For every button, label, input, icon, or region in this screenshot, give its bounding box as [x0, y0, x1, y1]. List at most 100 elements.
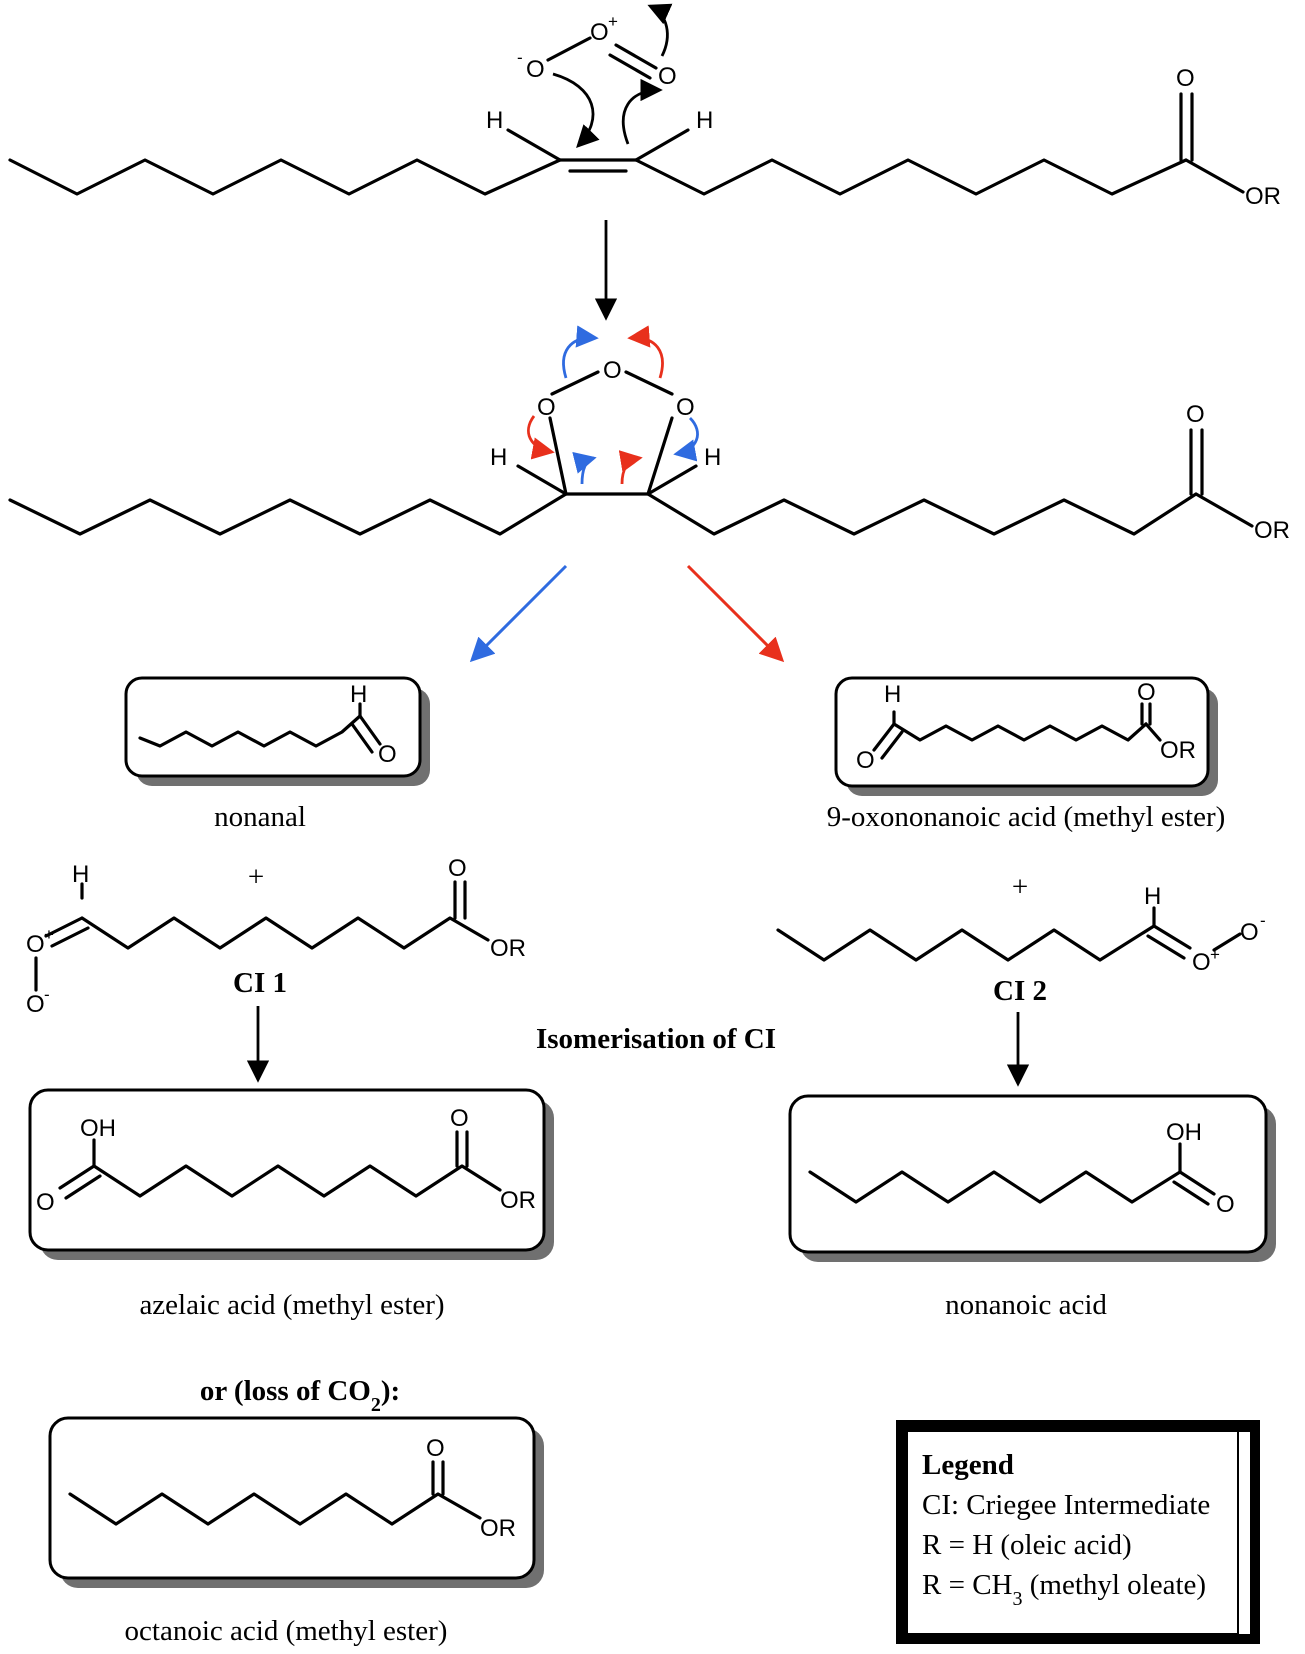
ci1-o-minus: O	[26, 991, 45, 1018]
octanoic-ester-o: O	[426, 1435, 445, 1462]
h-bond-right	[634, 128, 690, 162]
ci2-c-o-double-2	[1146, 934, 1186, 960]
nonanoic-box: OH O	[788, 1094, 1276, 1262]
ci2-h: H	[1144, 883, 1161, 910]
ozonide-o-left: O	[537, 394, 556, 421]
ozonide-left-chain	[8, 492, 568, 536]
nonanal-box: H O	[124, 676, 430, 786]
blue-arrow-cc-left	[572, 451, 597, 485]
oxo-or: OR	[1160, 737, 1196, 764]
blue-arrow-co-right	[673, 417, 699, 462]
oxononanoic-box: H O O OR	[834, 676, 1218, 796]
h-bond-left	[506, 128, 562, 162]
h-atom-right: H	[696, 107, 713, 134]
nonanoic-carbonyl-2	[1172, 1180, 1210, 1206]
aze-acid-o: O	[36, 1189, 55, 1216]
ester-o-bond	[1184, 158, 1245, 194]
nonanoic-o: O	[1216, 1191, 1235, 1218]
aze-acid-carbonyl-2	[64, 1174, 102, 1200]
ozonide-h-bond-right	[646, 464, 698, 496]
oxo-aldehyde-co-2	[880, 730, 904, 760]
ozonide-h-right: H	[704, 444, 721, 471]
ozone-o-central: O	[590, 19, 609, 46]
carbonyl-o-atom: O	[1176, 65, 1195, 92]
ci1-or: OR	[490, 935, 526, 962]
ozone-plus-charge: +	[608, 12, 618, 31]
ci2-o-plus: O	[1192, 949, 1211, 976]
oxo-aldehyde-o: O	[856, 747, 875, 774]
ci1-structure: H O + O - O OR	[26, 855, 526, 1018]
ci1-c-o-double	[44, 916, 84, 938]
ozonide-o-o-left	[550, 370, 600, 396]
legend-line3-sub: 3	[1012, 1588, 1022, 1610]
legend-title: Legend	[922, 1449, 1014, 1481]
nonanal-h: H	[350, 681, 367, 708]
curved-arrow-ozone-bond	[647, 3, 673, 57]
octanoic-chain	[68, 1492, 482, 1526]
aze-oh: OH	[80, 1115, 116, 1142]
ci2-c-o-double	[1152, 924, 1192, 950]
or-group: OR	[1245, 183, 1281, 210]
legend-line-methyl-oleate: R = CH3 (methyl oleate)	[922, 1569, 1206, 1610]
ozone-o-double: O	[658, 63, 677, 90]
ozonide-h-left: H	[490, 444, 507, 471]
nonanal-carbonyl-2	[350, 722, 374, 754]
oleic-right-chain	[634, 158, 1188, 196]
isomerisation-label: Isomerisation of CI	[536, 1023, 776, 1055]
legend-line-oleic: R = H (oleic acid)	[922, 1529, 1132, 1561]
ozone-o-terminal: O	[526, 56, 545, 83]
ozonide-h-bond-left	[516, 464, 568, 496]
legend-line3-prefix: R = CH	[922, 1569, 1013, 1601]
aze-ester-o: O	[450, 1105, 469, 1132]
red-arrow-oo-top	[627, 325, 664, 379]
loss-suffix: ):	[381, 1375, 400, 1407]
ci2-minus-charge: -	[1260, 911, 1266, 930]
oleic-acid-structure: H H O OR	[8, 65, 1281, 210]
ci1-ester-o: O	[448, 855, 467, 882]
curved-arrow-o-attack	[552, 72, 600, 149]
ozone-structure: - O O + O	[517, 3, 677, 149]
ci1-o-plus: O	[26, 931, 45, 958]
legend-box: Legend CI: Criegee Intermediate R = H (o…	[896, 1420, 1260, 1644]
curved-arrow-pi-bond	[622, 78, 663, 145]
ozonide-carbonyl-o: O	[1186, 401, 1205, 428]
nonanal-chain	[138, 714, 362, 748]
blue-arrow-oo-top	[562, 325, 599, 379]
ci2-plus-charge: +	[1210, 945, 1220, 964]
loss-subscript: 2	[371, 1394, 381, 1416]
ozone-single-bond	[546, 36, 592, 62]
nonanal-o: O	[378, 741, 397, 768]
oxononanoic-label: 9-oxononanoic acid (methyl ester)	[827, 801, 1226, 833]
plus-sign-left: +	[248, 861, 264, 893]
azelaic-label: azelaic acid (methyl ester)	[139, 1289, 444, 1321]
azelaic-box: OH O O OR	[28, 1088, 554, 1260]
ci1-c-o-double-2	[50, 926, 90, 948]
ci2-label: CI 2	[993, 975, 1047, 1007]
ozone-double-bond	[614, 43, 658, 70]
ozonide-o-o-right	[624, 370, 674, 396]
red-arrow-co-left	[527, 415, 555, 460]
ci1-chain	[80, 916, 490, 950]
ozonide-ester-o-bond	[1194, 492, 1254, 528]
aze-acid-carbonyl	[58, 1164, 96, 1190]
nonanoic-chain	[808, 1170, 1182, 1204]
blue-pathway-arrow	[469, 564, 568, 663]
octanoic-or: OR	[480, 1515, 516, 1542]
ci2-o-o-bond	[1212, 932, 1242, 952]
aze-chain	[92, 1164, 502, 1198]
loss-of-co2-label: or (loss of CO2):	[200, 1375, 400, 1416]
ozonide-c1-o-bond	[548, 416, 568, 496]
ci1-label: CI 1	[233, 967, 287, 999]
ozone-double-bond-2	[608, 53, 652, 80]
octanoic-box: O OR	[48, 1416, 544, 1588]
ci2-structure: H O + O -	[776, 883, 1266, 976]
nonanoic-oh: OH	[1166, 1119, 1202, 1146]
plus-sign-right: +	[1012, 871, 1028, 903]
oxo-ester-o-bond	[1144, 722, 1162, 742]
octanoic-label: octanoic acid (methyl ester)	[125, 1615, 448, 1647]
oxo-aldehyde-co	[872, 722, 896, 752]
ozonide-right-chain	[646, 492, 1198, 536]
h-atom-left: H	[486, 107, 503, 134]
ci2-o-minus: O	[1240, 919, 1259, 946]
